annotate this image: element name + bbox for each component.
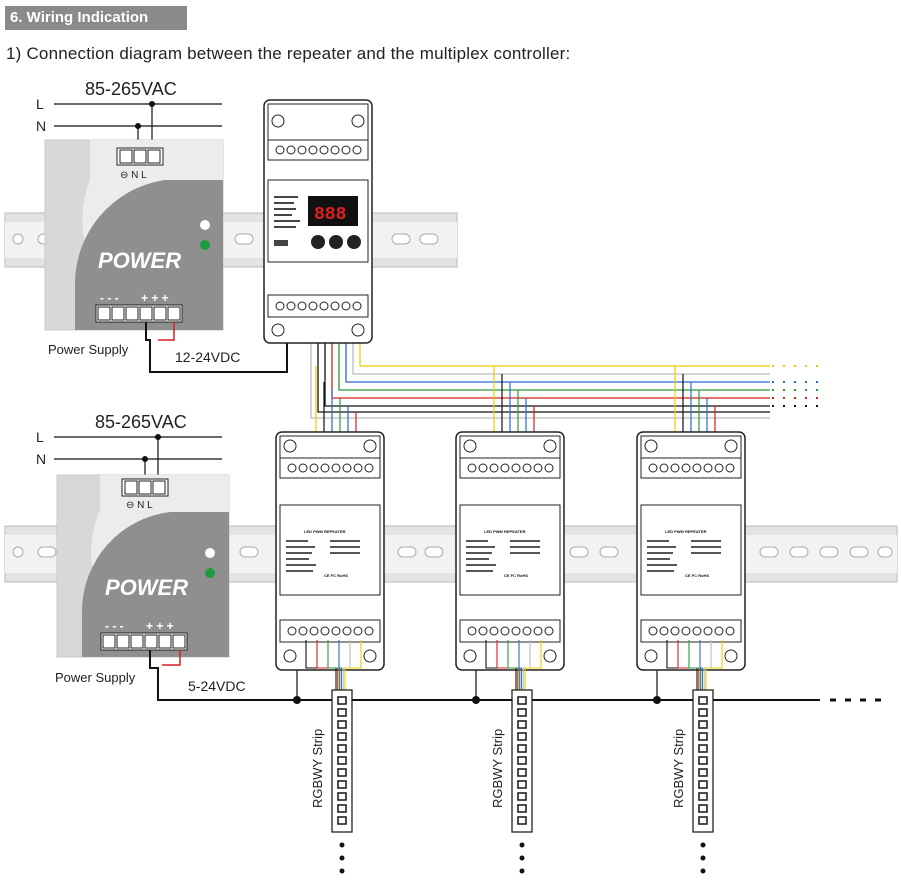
line-l-label-top: L — [36, 96, 44, 112]
ac-voltage-top: 85-265VAC — [85, 79, 177, 99]
dc-voltage-bottom: 5-24VDC — [188, 678, 246, 694]
power-supply-bottom: ⊖ N L POWER - - - + + + Power Supply — [55, 474, 230, 685]
ac-voltage-bottom: 85-265VAC — [95, 412, 187, 432]
psu-minus-label-top: - - - — [100, 291, 119, 305]
line-l-label-bottom: L — [36, 429, 44, 445]
psu-minus-label-bottom: - - - — [105, 619, 124, 633]
led-strip-1: RGBWY Strip — [310, 689, 353, 874]
dc-voltage-top: 12-24VDC — [175, 349, 240, 365]
power-logo-bottom: POWER — [105, 575, 188, 600]
dc-wiring-bottom: 5-24VDC — [149, 645, 890, 704]
diagram-subtitle: 1) Connection diagram between the repeat… — [6, 44, 571, 63]
power-supply-top: ⊖ N L POWER - - - + + + Power Supply — [44, 139, 224, 357]
power-logo-top: POWER — [98, 248, 181, 273]
repeater-title-3: LED PWM REPEATER — [665, 529, 707, 534]
controller-button-1[interactable] — [311, 235, 325, 249]
controller-button-2[interactable] — [329, 235, 343, 249]
power-supply-label-top: Power Supply — [48, 342, 129, 357]
power-supply-label-bottom: Power Supply — [55, 670, 136, 685]
psu-plus-label-top: + + + — [141, 291, 169, 305]
signal-bus — [310, 325, 770, 419]
indicator-green-top — [200, 240, 210, 250]
indicator-white-top — [200, 220, 210, 230]
psu-ac-terminal-label-bottom: ⊖ N L — [126, 500, 153, 511]
repeater-3: LED PWM REPEATER CE FC RoHS — [636, 431, 746, 690]
controller-display — [308, 196, 358, 226]
repeater-cert-2: CE FC RoHS — [504, 573, 528, 578]
controller-button-3[interactable] — [347, 235, 361, 249]
ac-lines-top: 85-265VAC L N — [36, 79, 222, 150]
indicator-green-bottom — [205, 568, 215, 578]
multiplex-controller: 888 — [263, 99, 373, 344]
led-strip-3: RGBWY Strip — [671, 689, 714, 874]
section-header: 6. Wiring Indication — [5, 6, 187, 30]
repeater-1: LED PWM REPEATER CE FC RoHS — [275, 431, 385, 690]
ac-lines-bottom: 85-265VAC L N — [36, 412, 222, 480]
dc-wiring-top: 12-24VDC — [145, 322, 288, 373]
led-strip-2: RGBWY Strip — [490, 689, 533, 874]
repeater-cert-1: CE FC RoHS — [324, 573, 348, 578]
psu-ac-terminal-label-top: ⊖ N L — [120, 170, 147, 181]
repeater-2: LED PWM REPEATER CE FC RoHS — [455, 431, 565, 690]
controller-display-digits: 888 — [314, 205, 346, 225]
repeater-title-2: LED PWM REPEATER — [484, 529, 526, 534]
line-n-label-top: N — [36, 118, 46, 134]
line-n-label-bottom: N — [36, 451, 46, 467]
strip-label-1: RGBWY Strip — [310, 729, 325, 808]
strip-label-3: RGBWY Strip — [671, 729, 686, 808]
psu-plus-label-bottom: + + + — [146, 619, 174, 633]
indicator-white-bottom — [205, 548, 215, 558]
repeater-title-1: LED PWM REPEATER — [304, 529, 346, 534]
strip-label-2: RGBWY Strip — [490, 729, 505, 808]
repeater-cert-3: CE FC RoHS — [685, 573, 709, 578]
signal-continuation-dots — [772, 365, 825, 407]
